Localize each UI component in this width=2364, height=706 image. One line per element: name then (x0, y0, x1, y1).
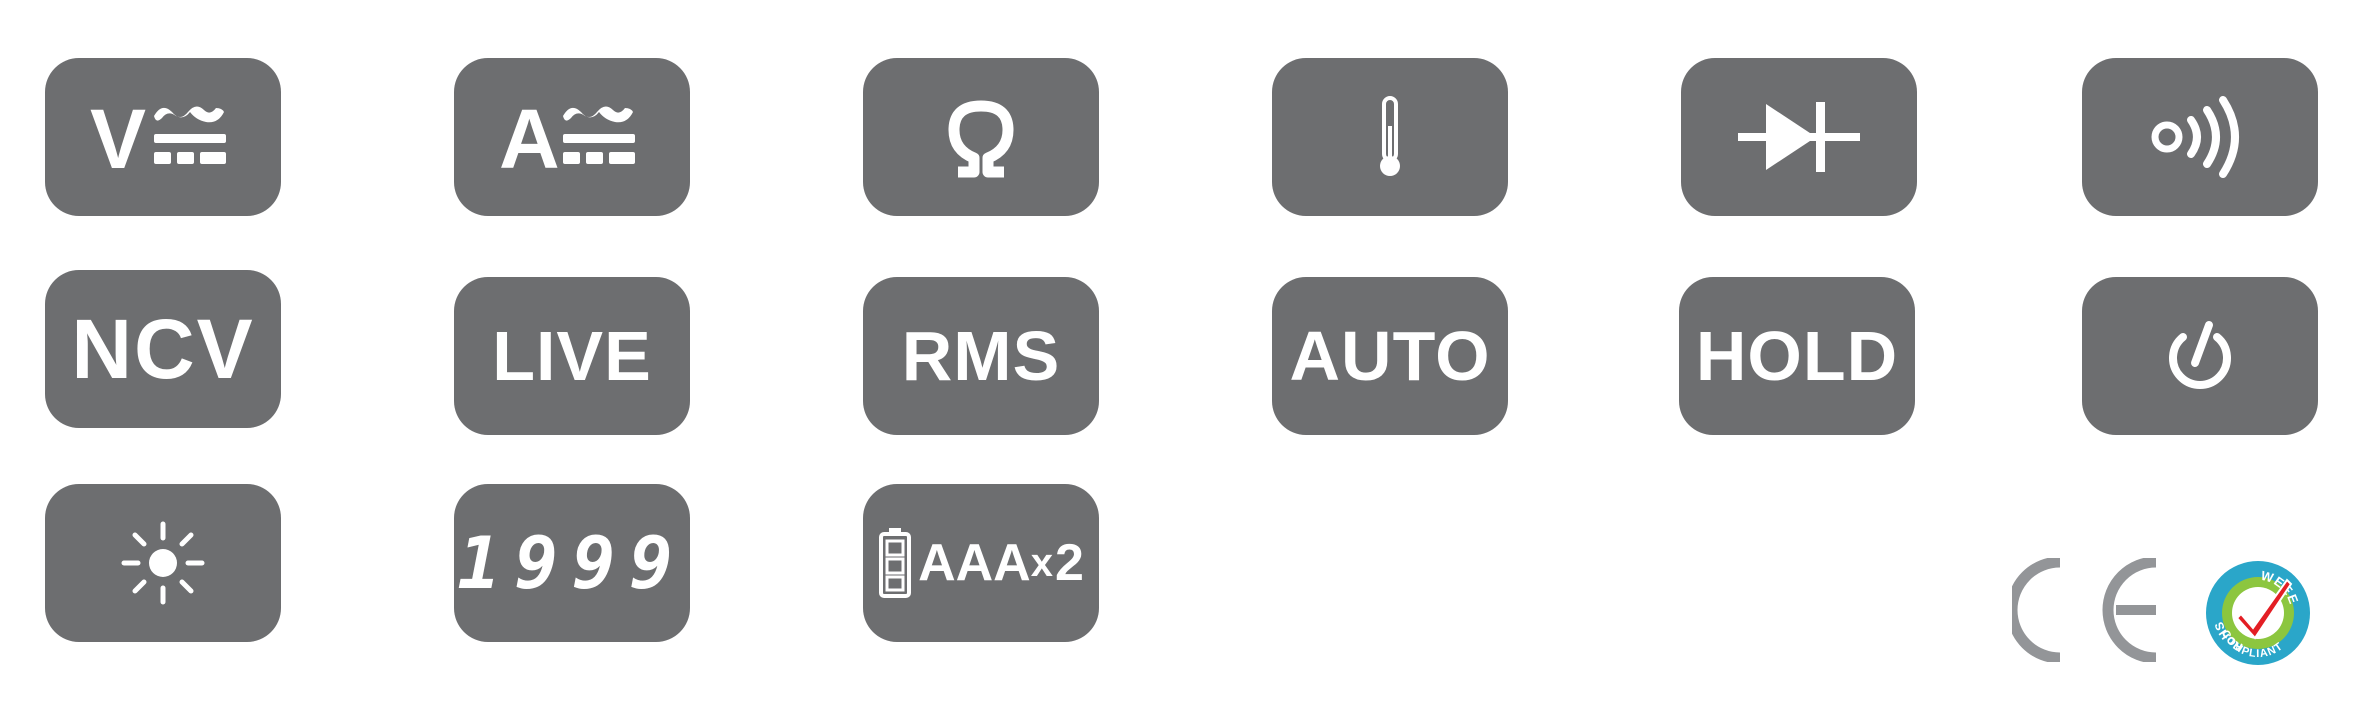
temperature-thermometer-icon (1272, 58, 1508, 216)
current-letter: A (499, 92, 560, 182)
ce-mark-icon (2006, 556, 2162, 667)
battery-cell-icon (879, 528, 912, 598)
battery-count-label: 2 (1055, 534, 1084, 592)
backlight-icon (45, 484, 281, 642)
display-count-icon: 1999 (454, 484, 690, 642)
battery-type-label: AAA (918, 534, 1031, 592)
live-icon: LIVE (454, 277, 690, 435)
hold-icon: HOLD (1679, 277, 1915, 435)
rohs-weee-compliant-icon: WEEE RoHS COMPLIANT (2203, 558, 2313, 673)
ncv-label: NCV (71, 302, 255, 396)
resistance-ohm-icon (863, 58, 1099, 216)
ac-dc-current-icon: A (454, 58, 690, 216)
ac-dc-voltage-icon: V (45, 58, 281, 216)
battery-icon: AAA x 2 (863, 484, 1099, 642)
auto-icon: AUTO (1272, 277, 1508, 435)
continuity-buzzer-icon (2082, 58, 2318, 216)
rms-label: RMS (901, 317, 1061, 395)
ncv-icon: NCV (45, 270, 281, 428)
rms-icon: RMS (863, 277, 1099, 435)
auto-label: AUTO (1289, 317, 1491, 395)
hold-label: HOLD (1695, 317, 1899, 395)
battery-multiplier-label: x (1030, 541, 1053, 585)
diode-test-icon (1681, 58, 1917, 216)
voltage-letter: V (90, 92, 146, 182)
auto-power-off-icon (2082, 277, 2318, 435)
live-label: LIVE (492, 317, 652, 395)
display-count-label: 1999 (457, 521, 687, 605)
